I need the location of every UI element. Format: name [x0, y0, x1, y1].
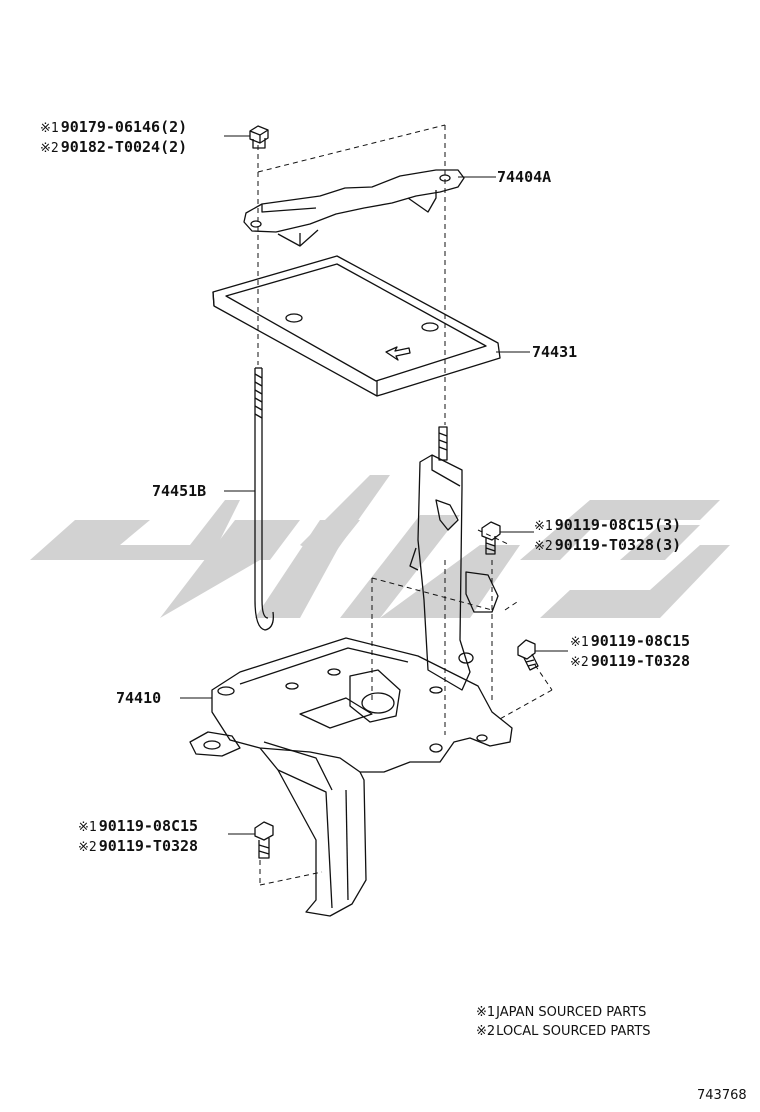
local-part-number: 90119-T0328: [590, 652, 691, 670]
watermark-logo: [30, 475, 730, 618]
stud: [438, 426, 448, 461]
hold-down-clamp-74404a: [243, 169, 465, 247]
part-label-74451b: 74451B: [152, 482, 207, 500]
hex-bolt-icon: [481, 521, 501, 555]
leader-lines: [180, 135, 568, 835]
battery-tray-74431: [212, 255, 501, 397]
part-label-74410: 74410: [116, 689, 162, 707]
japan-part-number: 90179-06146(2): [60, 118, 188, 136]
japan-part-number: 90119-08C15: [98, 817, 199, 835]
support-bracket: [409, 454, 499, 691]
part-label-74404a: 74404A: [497, 168, 552, 186]
local-part-number: 90182-T0024(2): [60, 138, 188, 156]
document-id: 743768: [697, 1088, 747, 1103]
local-part-number: 90119-T0328(3): [554, 536, 682, 554]
japan-part-number: 90119-08C15: [590, 632, 691, 650]
assembly-guide-lines: [257, 124, 553, 886]
legend-local: ※2LOCAL SOURCED PARTS: [476, 1024, 651, 1039]
part-label-74431: 74431: [532, 343, 578, 361]
clamp-bolt-74451b: [254, 367, 274, 631]
direction-arrow-icon: [385, 346, 411, 361]
local-part-number: 90119-T0328: [98, 837, 199, 855]
hex-nut-icon: [249, 125, 269, 149]
battery-carrier-74410: [189, 637, 513, 917]
japan-part-number: 90119-08C15(3): [554, 516, 682, 534]
hex-bolt-icon: [517, 639, 539, 671]
hex-bolt-icon: [254, 821, 274, 859]
sourcing-legend: ※1JAPAN SOURCED PARTS ※2LOCAL SOURCED PA…: [476, 1003, 651, 1041]
legend-japan: ※1JAPAN SOURCED PARTS: [476, 1005, 647, 1020]
